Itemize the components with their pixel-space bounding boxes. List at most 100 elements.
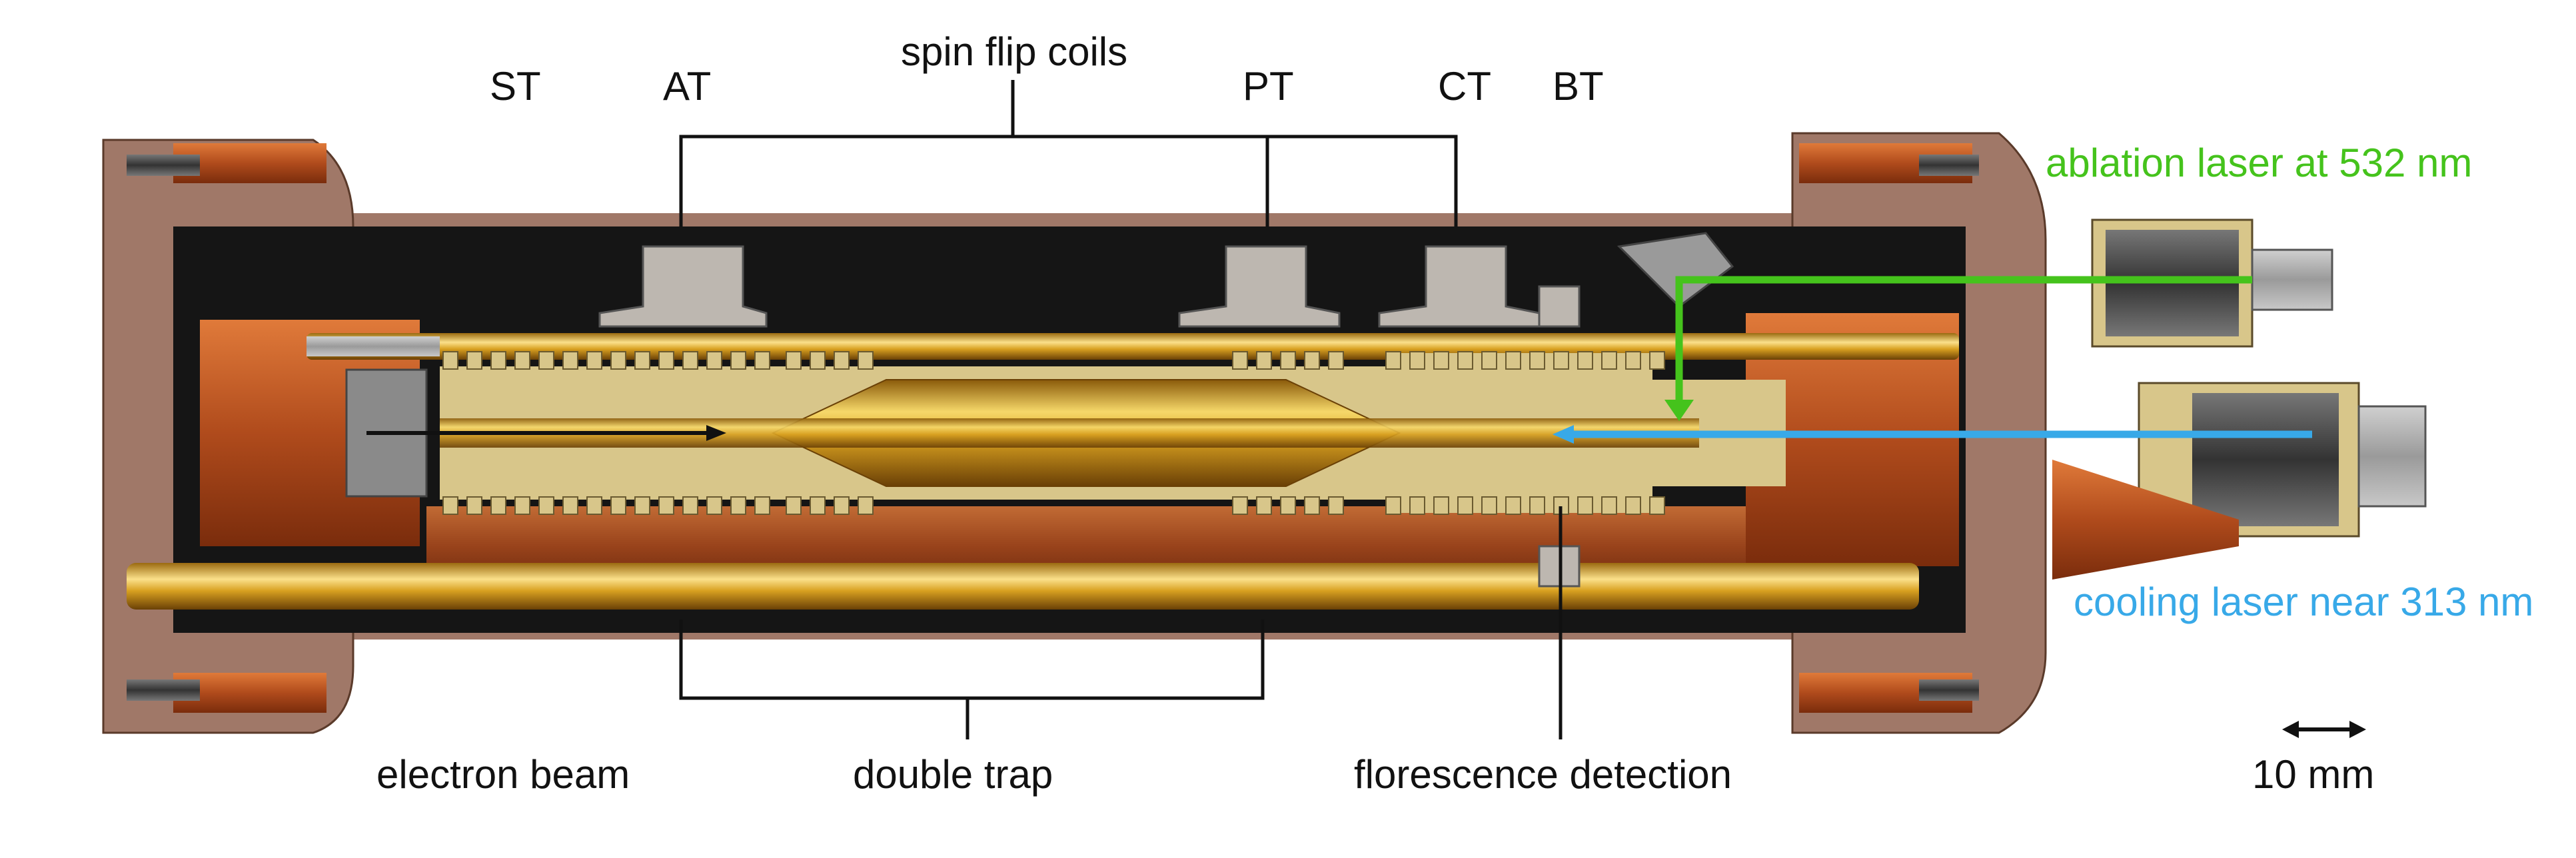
electrode-segment [754,496,770,515]
spin-flip-coils [598,245,1581,588]
electrode-segment [1481,351,1497,370]
label-electron-beam: electron beam [376,752,630,797]
electrode-segment [706,496,722,515]
electrode-segment [1385,496,1401,515]
electrode-segment [658,496,674,515]
electrode-segment [858,496,874,515]
electrode-segment [1577,351,1593,370]
electrode-segment [1457,351,1473,370]
detector-block [1538,285,1581,328]
electrode-segment [1649,496,1665,515]
cooling-port-tip [2357,405,2427,508]
coil-at [598,245,768,328]
electrode-segment [730,496,746,515]
electrode-segment [538,496,554,515]
electrode-segment [1505,496,1521,515]
electrode-segment [514,351,530,370]
electrode-segment [786,496,802,515]
electrode-segment [1409,351,1425,370]
electrode-segment [562,496,578,515]
electrode-segment [1649,351,1665,370]
electrode-segment [634,496,650,515]
electrode-segment [1601,496,1617,515]
left-screw-top [127,155,200,176]
electrode-segment [834,351,850,370]
electrode-segment [834,496,850,515]
electrode-segment [586,351,602,370]
electrode-segment [586,496,602,515]
electrode-segment [1328,351,1344,370]
electrode-segment [1553,351,1569,370]
electrode-segment [658,351,674,370]
electrode-segment [682,351,698,370]
label-cooling-laser: cooling laser near 313 nm [2074,580,2534,624]
electrode-segment [490,351,506,370]
label-double-trap: double trap [853,752,1053,797]
electrode-segment [442,351,458,370]
electrode-segments [442,351,1665,515]
electrode-segment [490,496,506,515]
label-spin-flip-coils: spin flip coils [901,29,1128,74]
label-ablation-laser: ablation laser at 532 nm [2046,141,2473,185]
right-screw-top [1919,155,1979,176]
left-screw-bottom [127,679,200,701]
cooling-port-cone [2052,460,2239,580]
electrode-segment [1304,351,1320,370]
electrode-segment [1625,496,1641,515]
electrode-segment [562,351,578,370]
double-trap-bracket [679,620,1265,700]
ablation-laser-beam [1675,276,2252,406]
coil-pt [1178,245,1341,328]
electrode-segment [1481,496,1497,515]
electrode-segment [466,496,482,515]
electrode-segment [1409,496,1425,515]
cooling-laser-arrowhead [1553,425,1574,444]
ablation-laser-arrowhead [1664,400,1694,421]
label-at: AT [663,64,712,109]
electrode-segment [514,496,530,515]
electrode-segment [730,351,746,370]
electrode-segment [1529,496,1545,515]
electrode-segment [1232,496,1248,515]
electrode-segment [1280,351,1296,370]
electrode-segment [1232,351,1248,370]
electrode-segment [442,496,458,515]
cooling-port-coil [2192,393,2339,526]
mirror-mount [1616,232,1734,308]
label-pt: PT [1243,64,1294,109]
electrode-segment [538,351,554,370]
scale-bar-right-head [2349,721,2366,738]
lower-rod [127,563,1919,610]
upper-rod-thread [307,336,440,356]
spin-flip-bracket [679,135,1458,226]
electrode-segment [858,351,874,370]
electrode-segment [1577,496,1593,515]
electrode-segment [1385,351,1401,370]
electrode-segment [610,351,626,370]
electrode-segment [1457,496,1473,515]
electrode-segment [1505,351,1521,370]
electrode-segment [682,496,698,515]
label-scale-bar: 10 mm [2252,752,2375,797]
electrode-segment [810,351,826,370]
label-florescence-detection: florescence detection [1354,752,1732,797]
electrode-segment [1625,351,1641,370]
label-st: ST [490,64,541,109]
electrode-segment [786,351,802,370]
label-ct: CT [1438,64,1491,109]
electrode-segment [810,496,826,515]
electrode-segment [1601,351,1617,370]
right-screw-bottom [1919,679,1979,701]
electrode-segment [1529,351,1545,370]
electrode-segment [1433,351,1449,370]
ablation-port-tip [2251,248,2333,311]
electrode-segment [1280,496,1296,515]
electrode-segment [610,496,626,515]
electrode-segment [754,351,770,370]
label-bt: BT [1553,64,1604,109]
electrode-segment [1256,496,1272,515]
electron-beam-arrowhead [706,425,726,441]
scale-bar-left-head [2282,721,2299,738]
label-brackets [679,80,1563,739]
